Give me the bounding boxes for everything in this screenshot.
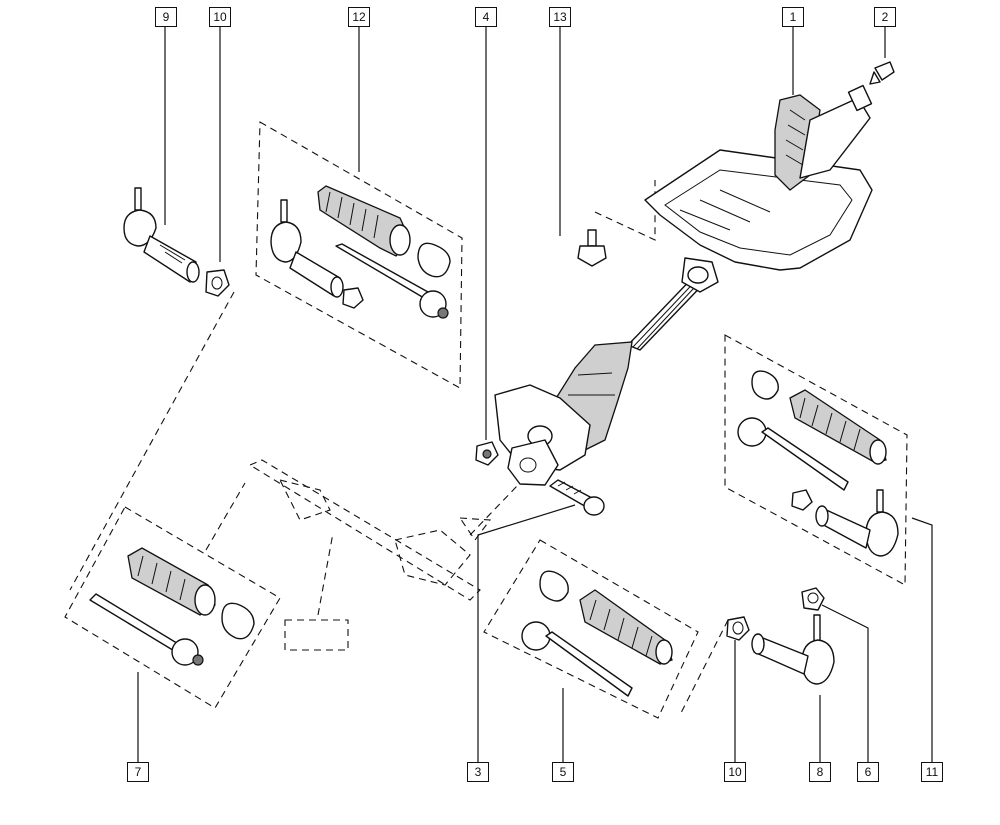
part-3-pinch-bolt bbox=[549, 479, 605, 516]
callout-12: 12 bbox=[348, 7, 370, 27]
part-6-nut bbox=[801, 587, 825, 611]
callout-7: 7 bbox=[127, 762, 149, 782]
callout-11: 11 bbox=[921, 762, 943, 782]
callout-5: 5 bbox=[552, 762, 574, 782]
callout-10-lower: 10 bbox=[724, 762, 746, 782]
callout-3: 3 bbox=[467, 762, 489, 782]
part-9-tie-rod-end bbox=[123, 187, 200, 283]
kit-12-parts bbox=[270, 185, 451, 319]
steering-rack-outline bbox=[248, 459, 492, 601]
part-8-tie-rod-end bbox=[751, 614, 835, 685]
leader-lines bbox=[137, 27, 933, 762]
callout-4: 4 bbox=[475, 7, 497, 27]
dashed-group-outlines bbox=[64, 121, 908, 719]
callout-1: 1 bbox=[782, 7, 804, 27]
part-13-screw bbox=[577, 229, 607, 267]
kit-5-parts bbox=[521, 570, 673, 697]
callout-9: 9 bbox=[155, 7, 177, 27]
callout-2: 2 bbox=[874, 7, 896, 27]
part-4-nut bbox=[475, 441, 499, 466]
part-2-bolt bbox=[869, 61, 895, 85]
callout-6: 6 bbox=[857, 762, 879, 782]
callout-8: 8 bbox=[809, 762, 831, 782]
part-1-steering-column bbox=[494, 84, 873, 486]
part-10-nut-lower bbox=[726, 616, 750, 641]
part-10-nut-upper bbox=[205, 269, 230, 297]
callout-10: 10 bbox=[209, 7, 231, 27]
callout-13: 13 bbox=[549, 7, 571, 27]
kit-7-parts bbox=[89, 547, 255, 666]
kit-11-parts bbox=[737, 370, 899, 557]
